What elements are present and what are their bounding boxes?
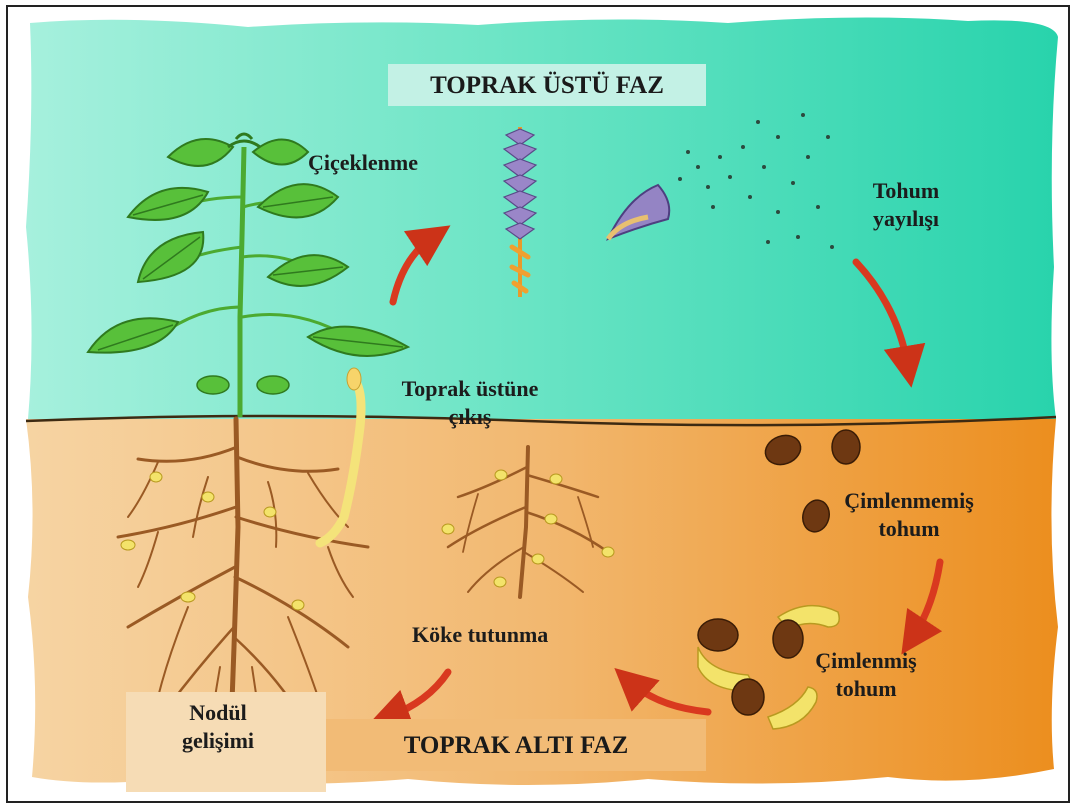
label-seed-dispersal-line1: Tohum: [846, 177, 966, 205]
diagram-frame: TOPRAK ÜSTÜ FAZ Çiçeklenme Tohum yayılış…: [6, 5, 1070, 803]
label-flowering: Çiçeklenme: [308, 149, 418, 177]
label-ungerminated-seed: Çimlenmemiş tohum: [834, 487, 984, 542]
above-ground-phase-title: TOPRAK ÜSTÜ FAZ: [388, 70, 706, 101]
label-seed-dispersal-line2: yayılışı: [846, 205, 966, 233]
label-nodule-development: Nodül gelişimi: [158, 699, 278, 754]
below-ground-phase-title: TOPRAK ALTI FAZ: [326, 730, 706, 761]
seedling-bud: [347, 368, 361, 390]
label-emergence-line2: çıkış: [370, 403, 570, 431]
label-ungerminated-line2: tohum: [834, 515, 984, 543]
label-nodule-line1: Nodül: [158, 699, 278, 727]
label-root-attachment: Köke tutunma: [412, 621, 548, 649]
label-germinated-seed: Çimlenmiş tohum: [804, 647, 928, 702]
label-ungerminated-line1: Çimlenmemiş: [834, 487, 984, 515]
label-emergence-line1: Toprak üstüne: [370, 375, 570, 403]
label-germinated-line1: Çimlenmiş: [804, 647, 928, 675]
label-emergence: Toprak üstüne çıkış: [370, 375, 570, 430]
label-seed-dispersal: Tohum yayılışı: [846, 177, 966, 232]
label-nodule-line2: gelişimi: [158, 727, 278, 755]
label-germinated-line2: tohum: [804, 675, 928, 703]
